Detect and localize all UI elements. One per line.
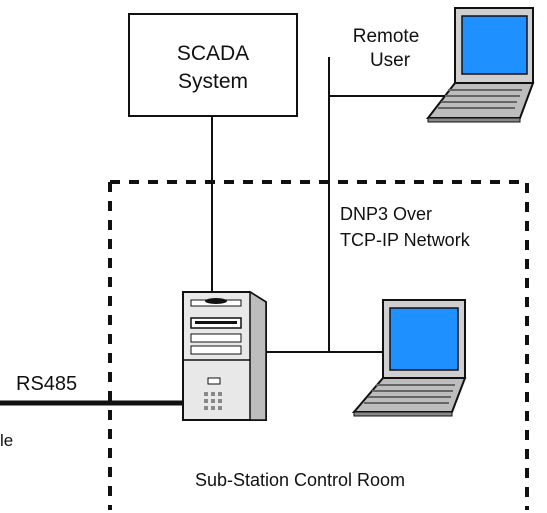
remote-user-label-line2: User xyxy=(370,50,411,71)
local-laptop-icon xyxy=(351,299,467,417)
scada-system-box xyxy=(128,13,298,117)
remote-laptop-icon xyxy=(425,7,535,123)
control-room-label: Sub-Station Control Room xyxy=(195,470,405,490)
control-room-boundary xyxy=(108,180,529,510)
network-label-line2: TCP-IP Network xyxy=(340,230,471,250)
remote-user-label-line1: Remote xyxy=(353,26,420,47)
rs485-label: RS485 xyxy=(16,373,77,395)
network-label-line1: DNP3 Over xyxy=(340,204,432,224)
scada-label-line1: SCADA xyxy=(177,42,249,65)
server-tower-icon xyxy=(182,290,267,421)
scada-label-line2: System xyxy=(178,70,248,93)
cable-partial-label: le xyxy=(0,431,13,450)
